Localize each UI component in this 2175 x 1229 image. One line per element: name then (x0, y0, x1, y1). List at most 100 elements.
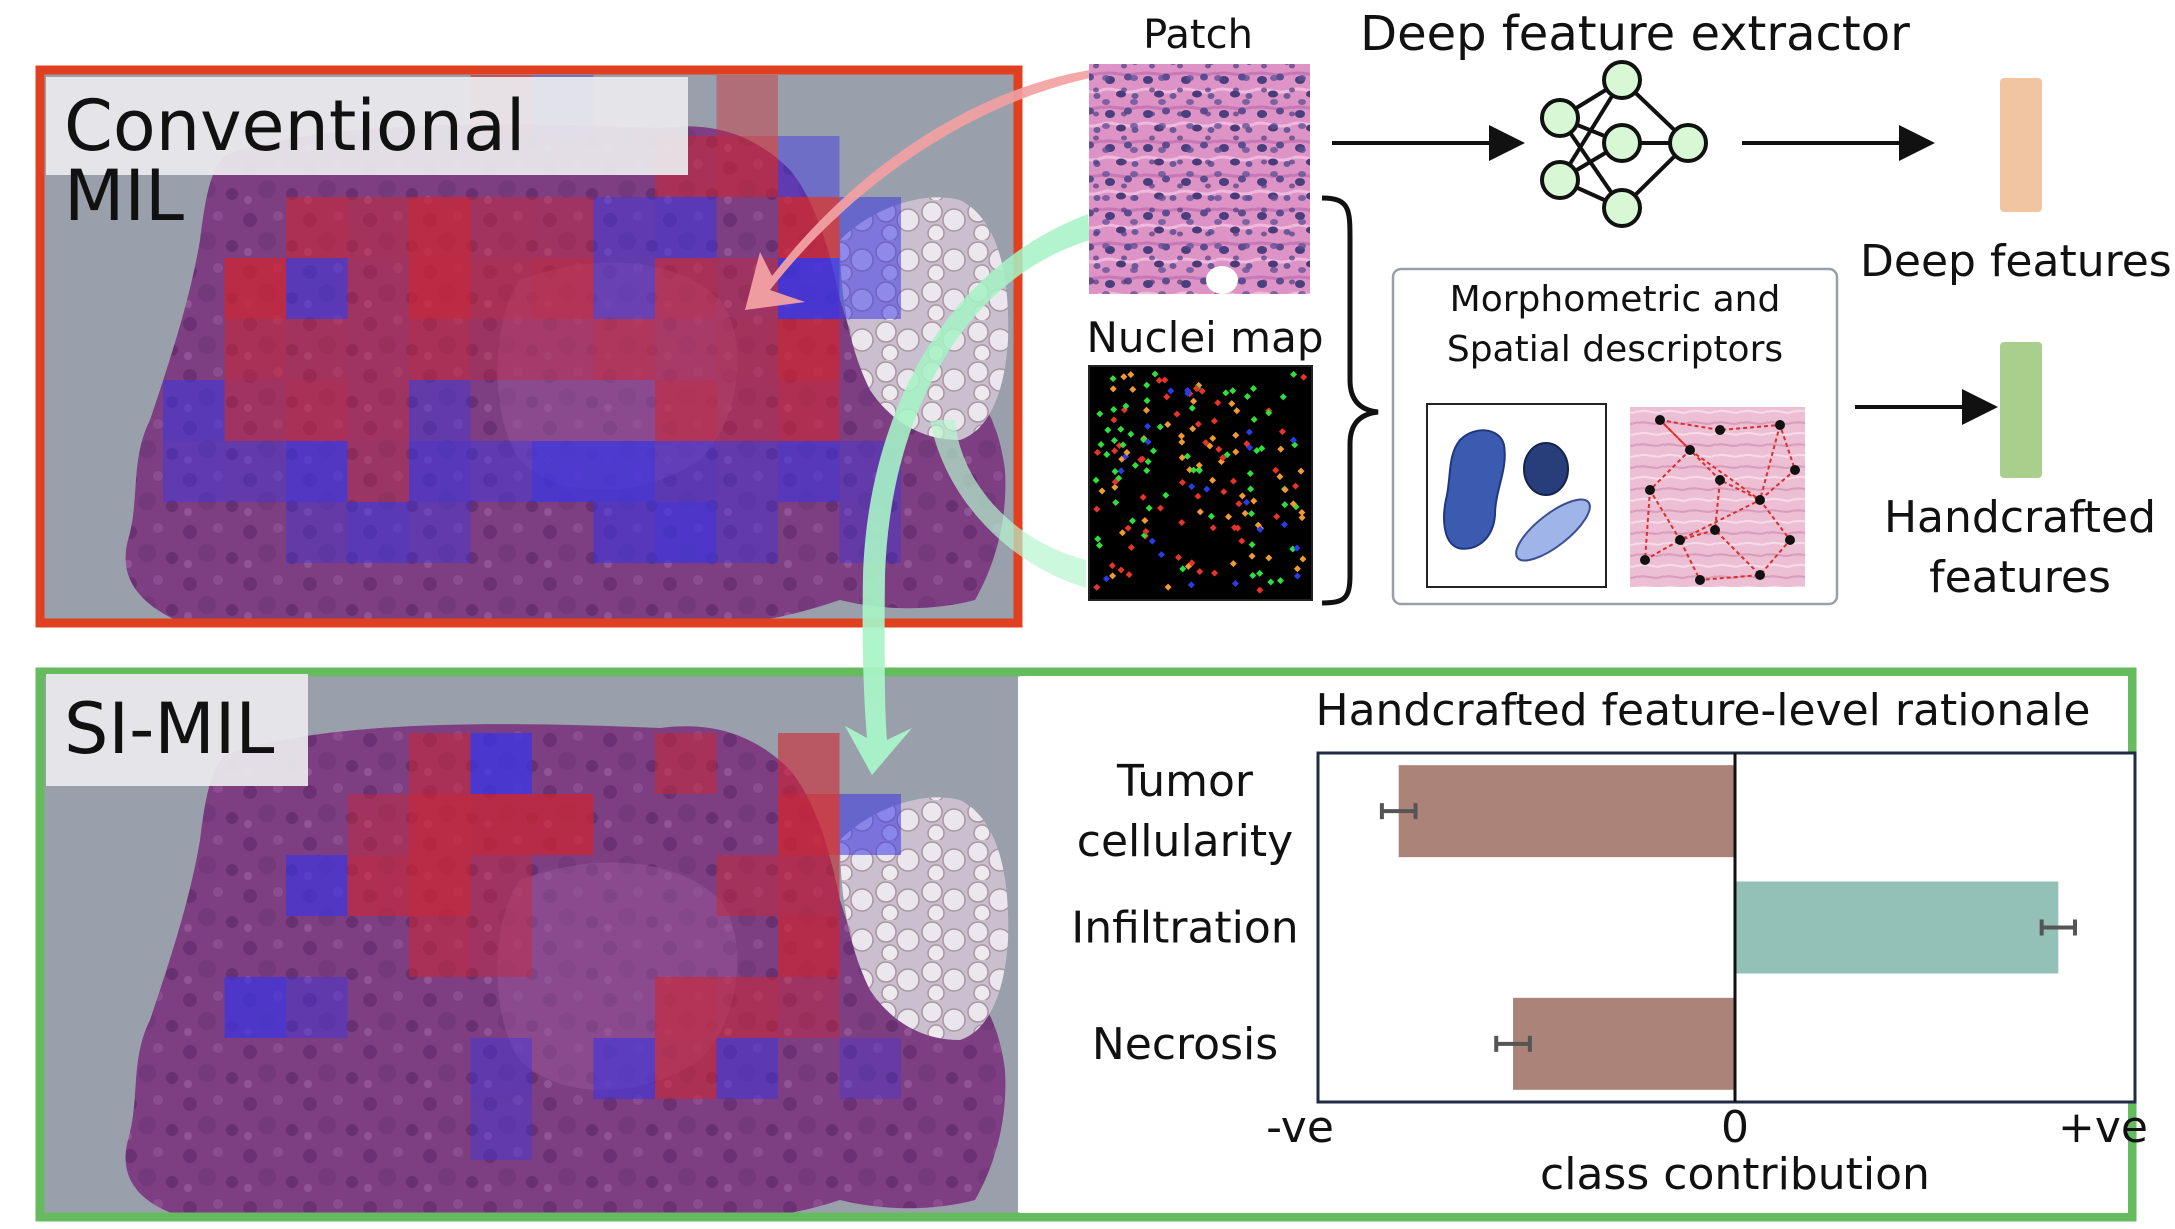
nuclei-dot (1173, 410, 1181, 418)
attention-tile (716, 319, 778, 380)
attention-tile (593, 1038, 655, 1099)
attention-tile (347, 855, 409, 916)
nuclei-dot (1250, 416, 1258, 424)
attention-tile (286, 977, 348, 1038)
attention-tile (778, 136, 840, 197)
nuclei-dot (1229, 387, 1237, 395)
attention-tile (778, 319, 840, 380)
attention-tile (778, 441, 840, 502)
nuclei-dot (1222, 389, 1230, 397)
patch-label: Patch (1143, 12, 1253, 58)
conventional-mil-title: Conventional MIL (46, 77, 688, 231)
attention-tile (778, 380, 840, 441)
nuclei-dot (1095, 541, 1103, 549)
nuclei-dot (1163, 393, 1171, 401)
nuclei-dot (1098, 487, 1106, 495)
chart-tick-label: +ve (2058, 1102, 2148, 1153)
nuclei-dot (1149, 447, 1157, 455)
nuclei-dot (1229, 560, 1237, 568)
nuclei-dot (1151, 370, 1159, 378)
nuclei-dot (1097, 441, 1105, 449)
nuclei-dot (1145, 504, 1153, 512)
nuclei-dot (1118, 529, 1126, 537)
attention-tile (778, 916, 840, 977)
nuclei-dot (1243, 498, 1251, 506)
nuclei-map-image (1088, 365, 1313, 601)
chart-bar (1513, 997, 1735, 1090)
attention-tile (409, 441, 471, 502)
attention-tile (716, 380, 778, 441)
nuclei-dot (1298, 508, 1306, 516)
attention-tile (347, 197, 409, 258)
nuclei-dot (1178, 478, 1186, 486)
chart-bar (1398, 765, 1735, 858)
attention-tile (347, 258, 409, 319)
nuclei-dot (1256, 586, 1264, 594)
nuclei-dot (1231, 579, 1239, 587)
deep-feature-swatch (2000, 78, 2042, 212)
attention-tile (286, 258, 348, 319)
attention-tile (593, 502, 655, 563)
nuclei-dot (1232, 448, 1240, 456)
nuclei-dot (1238, 537, 1246, 545)
attention-tile (778, 794, 840, 855)
nuclei-dot (1143, 381, 1151, 389)
attention-tile (532, 794, 594, 855)
chart-category-label: Infiltration (1071, 903, 1298, 954)
attention-tile (655, 441, 717, 502)
nuclei-dot (1232, 431, 1240, 439)
nuclei-dot (1209, 524, 1217, 532)
attention-tile (532, 258, 594, 319)
attention-tile (716, 977, 778, 1038)
nuclei-dot (1164, 583, 1172, 591)
nuclei-dot (1256, 525, 1264, 533)
attention-tile (655, 733, 717, 794)
nuclei-dot (1196, 568, 1204, 576)
nuclei-dot (1272, 466, 1280, 474)
nuclei-dot (1256, 569, 1264, 577)
nuclei-dot (1111, 468, 1119, 476)
attention-tile (778, 855, 840, 916)
descriptor-box-title-line1: Morphometric and (1449, 279, 1781, 320)
attention-tile (532, 441, 594, 502)
attention-tile (470, 441, 532, 502)
nuclei-dot (1094, 535, 1102, 543)
morphometric-shapes-image (1426, 403, 1607, 588)
spatial-graph-image (1630, 407, 1805, 587)
nuclei-dot (1162, 491, 1170, 499)
nuclei-dot (1202, 439, 1210, 447)
attention-tile (224, 319, 286, 380)
chart-error-bar (1494, 1035, 1532, 1052)
nuclei-dot (1194, 420, 1202, 428)
attention-tile (593, 258, 655, 319)
attention-tile (224, 380, 286, 441)
nuclei-dot (1111, 447, 1119, 455)
nuclei-dot (1265, 409, 1273, 417)
attention-tile (470, 258, 532, 319)
neural-network-icon (1540, 60, 1708, 228)
descriptor-box-title-line2: Spatial descriptors (1446, 329, 1784, 370)
deep-extractor-label: Deep feature extractor (1360, 6, 1910, 62)
attention-tile (409, 794, 471, 855)
chart-x-axis-label: class contribution (1540, 1149, 1930, 1200)
nuclei-dot (1249, 385, 1257, 393)
nuclei-dot (1280, 521, 1288, 529)
nuclei-dot (1148, 537, 1156, 545)
nuclei-dot (1127, 371, 1135, 379)
nuclei-dot (1093, 505, 1101, 513)
nuclei-dot (1156, 423, 1164, 431)
attention-tile (655, 258, 717, 319)
nuclei-dot (1289, 500, 1297, 508)
attention-tile (409, 319, 471, 380)
nuclei-dot (1215, 445, 1223, 453)
chart-bar (1735, 881, 2059, 974)
chart-category-label: Tumor (1116, 756, 1254, 807)
handcrafted-label-line2: features (1929, 552, 2111, 603)
nuclei-dot (1144, 438, 1152, 446)
nuclei-dot (1235, 500, 1243, 508)
nuclei-dot (1250, 497, 1258, 505)
nuclei-dot (1117, 566, 1125, 574)
attention-tile (163, 380, 225, 441)
